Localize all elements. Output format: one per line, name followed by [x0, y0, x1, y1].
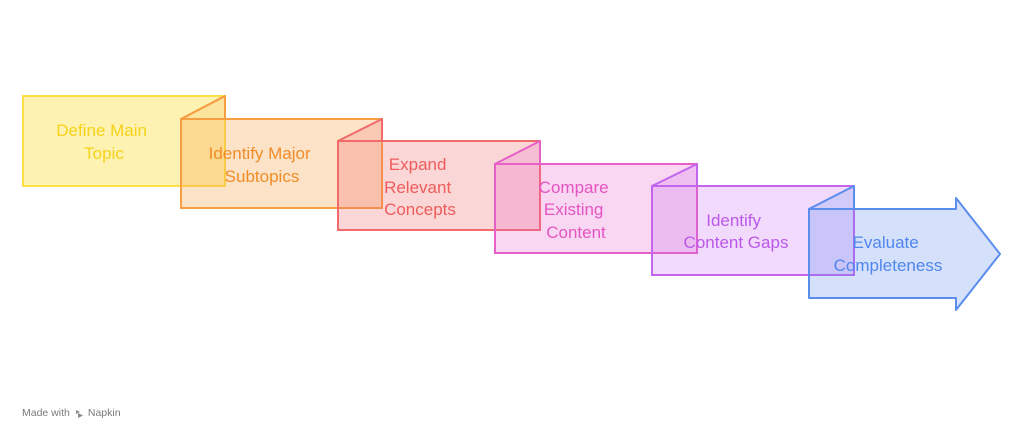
brand-name: Napkin: [87, 407, 121, 419]
step-evaluate-completeness: Evaluate Completeness: [808, 185, 1001, 311]
step-2-label: Identify Major Subtopics: [209, 144, 316, 186]
step-identify-major-subtopics: Identify Major Subtopics: [180, 95, 383, 209]
step-4-label: Compare Existing Content: [539, 178, 614, 242]
made-with-footer: Made with Napkin: [22, 407, 121, 419]
brand-link[interactable]: Napkin: [74, 407, 121, 419]
step-identify-content-gaps: Identify Content Gaps: [651, 163, 855, 276]
step-3-label: Expand Relevant Concepts: [384, 155, 456, 219]
step-define-main-topic: Define Main Topic: [22, 95, 226, 187]
arrow-head-shape: [808, 197, 1001, 311]
step-compare-existing-content: Compare Existing Content: [494, 140, 698, 254]
step-6-label: Evaluate Completeness: [834, 233, 943, 275]
step-5-label: Identify Content Gaps: [684, 211, 789, 252]
step-1-label: Define Main Topic: [56, 121, 151, 163]
napkin-logo-icon: [75, 409, 83, 418]
step-expand-relevant-concepts: Expand Relevant Concepts: [337, 118, 541, 231]
made-with-text: Made with: [22, 407, 70, 419]
